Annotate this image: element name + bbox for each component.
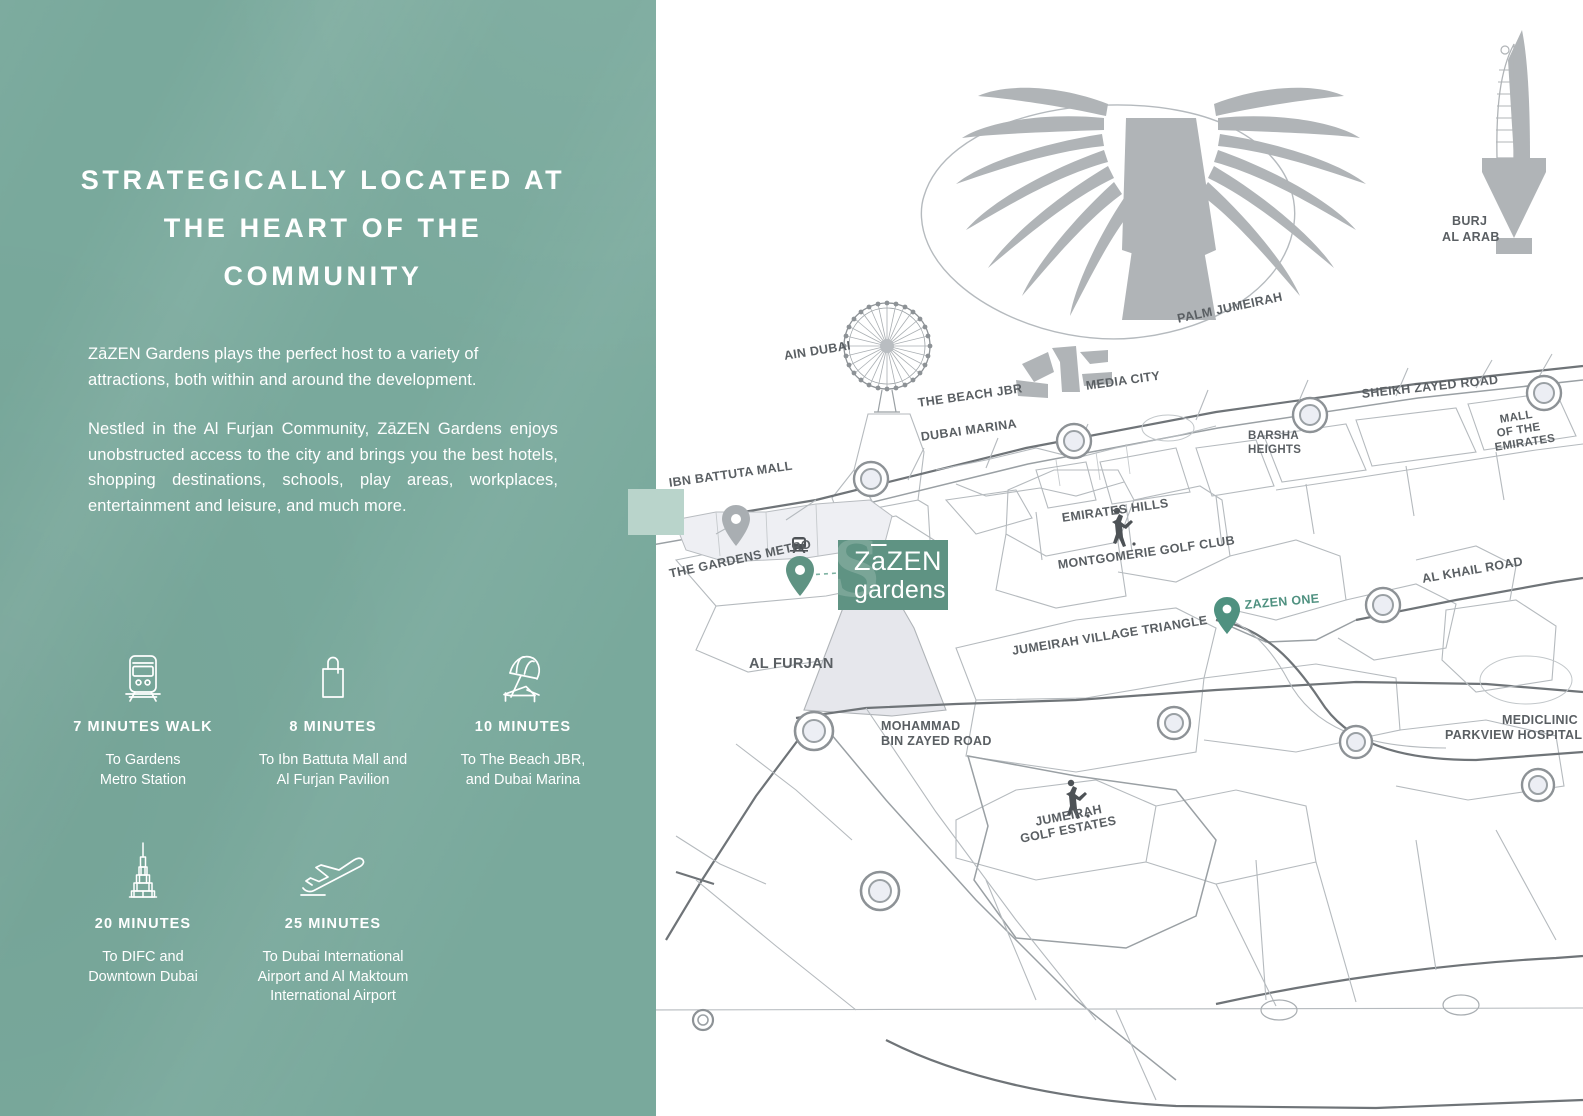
jvt-road-curve — [1215, 615, 1583, 762]
mediclinic-parkview-shape — [1415, 545, 1573, 705]
airplane-icon — [238, 842, 428, 904]
connectivity-time: 20 MINUTES — [94, 916, 192, 932]
map-label-barsha-line2: HEIGHTS — [1248, 444, 1302, 456]
connectivity-tile-metro: 7 MINUTES WALK To Gardens Metro Station — [48, 645, 238, 790]
zazen-logo-line1: ZaZEN — [854, 548, 942, 575]
zazen-watermark-letter: S — [838, 540, 880, 610]
beach-umbrella-icon — [428, 645, 618, 707]
info-panel: STRATEGICALLY LOCATED AT THE HEART OF TH… — [0, 0, 656, 1116]
connectivity-tile-shopping: 8 MINUTES To Ibn Battuta Mall and Al Fur… — [238, 645, 428, 790]
metro-train-icon — [48, 645, 238, 707]
zazen-logo-zen: ZEN — [886, 546, 943, 576]
map-label-al-furjan: AL FURJAN — [749, 656, 834, 672]
map-label-mbz-line1: MOHAMMAD — [881, 719, 961, 733]
shopping-bag-icon — [238, 645, 428, 707]
connectivity-destination: To DIFC and Downtown Dubai — [88, 949, 198, 985]
connectivity-tile-beach: 10 MINUTES To The Beach JBR, and Dubai M… — [428, 645, 618, 790]
connectivity-tiles-row-1: 7 MINUTES WALK To Gardens Metro Station — [48, 645, 628, 790]
metro-glyph-icon — [790, 537, 808, 553]
jumeirah-golf-estates-polygon — [966, 755, 1217, 949]
connectivity-time: 7 MINUTES WALK — [73, 719, 213, 735]
page-title: STRATEGICALLY LOCATED AT THE HEART OF TH… — [80, 165, 566, 291]
map-label-burj-al-arab-line2: AL ARAB — [1442, 230, 1500, 244]
connectivity-destination: To Dubai International Airport and Al Ma… — [257, 949, 409, 1004]
zazen-logo-z: Z — [854, 546, 871, 576]
ain-dubai-ferris-wheel — [841, 300, 933, 413]
minor-junctions — [1260, 994, 1480, 1021]
zazen-one-pin — [1214, 597, 1240, 634]
emirates-hills-polygons — [995, 469, 1457, 661]
intro-text-block: ZāZEN Gardens plays the perfect host to … — [88, 342, 558, 519]
gardens-metro-pin — [786, 556, 814, 596]
connectivity-tile-airport: 25 MINUTES To Dubai International Airpor… — [238, 842, 428, 1007]
mohammad-bin-zayed-road-path — [795, 680, 1583, 720]
golfer-icon-montgomerie — [1112, 507, 1136, 547]
connectivity-tiles-row-2: 20 MINUTES To DIFC and Downtown Dubai 25… — [48, 842, 628, 1007]
map-vector-graphics: .rd-main { fill:none; stroke:#6f7478; st… — [656, 30, 1583, 1110]
zazen-gardens-logo-badge[interactable]: S ZaZEN gardens — [838, 540, 948, 610]
ibn-battuta-pin — [722, 505, 750, 546]
map-label-barsha-line1: BARSHA — [1248, 430, 1299, 442]
map-label-mediclinic-line1: MEDICLINIC — [1502, 713, 1578, 727]
intro-paragraph-2: Nestled in the Al Furjan Community, ZāZE… — [88, 420, 558, 515]
connectivity-time: 10 MINUTES — [474, 719, 572, 735]
connectivity-destination: To The Beach JBR, and Dubai Marina — [460, 752, 586, 788]
golfer-icon-jge — [1066, 779, 1090, 819]
lower-district-outlines — [955, 607, 1565, 885]
location-map[interactable]: .rd-main { fill:none; stroke:#6f7478; st… — [656, 0, 1583, 1116]
badge-connector-line — [807, 572, 839, 576]
map-label-mbz-line2: BIN ZAYED ROAD — [881, 734, 992, 748]
zazen-logo-line2: gardens — [854, 576, 946, 604]
connectivity-destination: To Gardens Metro Station — [99, 752, 187, 788]
media-city-shape — [1016, 346, 1112, 398]
palm-jumeirah-shape — [956, 87, 1366, 320]
connectivity-destination: To Ibn Battuta Mall and Al Furjan Pavili… — [258, 752, 408, 788]
connectivity-tiles: 7 MINUTES WALK To Gardens Metro Station — [48, 645, 628, 1007]
intro-paragraph-1: ZāZEN Gardens plays the perfect host to … — [88, 345, 479, 389]
panel-edge-accent-tab — [628, 489, 684, 535]
connectivity-time: 8 MINUTES — [289, 719, 377, 735]
connectivity-time: 25 MINUTES — [284, 916, 382, 932]
connectivity-tile-downtown: 20 MINUTES To DIFC and Downtown Dubai — [48, 842, 238, 1007]
map-label-burj-al-arab-line1: BURJ — [1452, 214, 1488, 228]
burj-al-arab-shape — [1482, 30, 1546, 254]
burj-khalifa-icon — [48, 842, 238, 904]
al-khail-road-path — [1215, 576, 1583, 643]
interchange-nodes — [691, 374, 1563, 1032]
lower-roads — [656, 707, 1583, 1110]
zazen-logo-a-macron: a — [871, 546, 887, 576]
map-label-mediclinic-line2: PARKVIEW HOSPITAL — [1445, 728, 1583, 742]
